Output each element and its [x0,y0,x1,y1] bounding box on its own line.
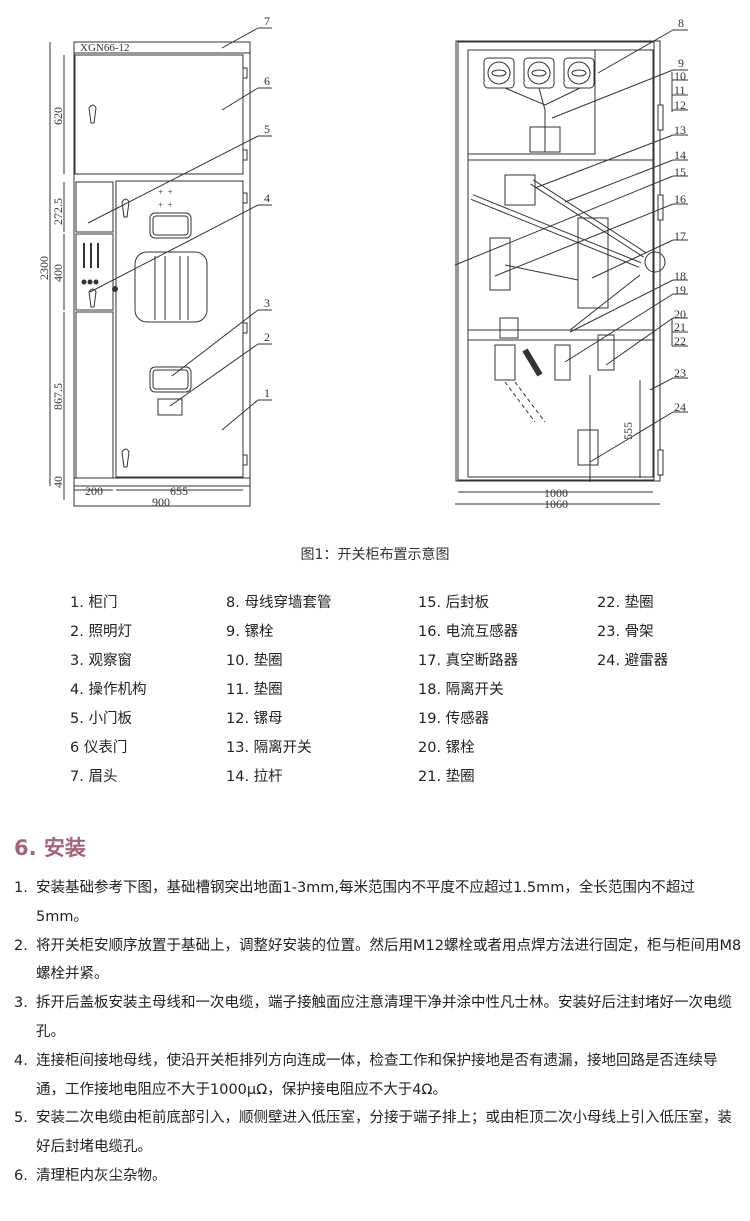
step-number: 6. [14,1167,28,1184]
svg-text:+ +: + + [158,200,173,210]
dim-1000: 1000 [544,486,568,500]
legend-column-1: 1. 柜门 2. 照明灯 3. 观察窗 4. 操作机构 5. 小门板 6 仪表门… [70,592,146,795]
cabinet-door [115,180,244,478]
callout-7: 7 [264,14,270,28]
legend-item: 17. 真空断路器 [418,653,519,669]
svg-text:+ +: + + [158,187,173,197]
legend-item: 22. 垫圈 [597,595,654,611]
callout-8: 8 [678,16,684,30]
legend-item: 13. 隔离开关 [226,740,312,756]
dim-1060: 1060 [544,497,568,511]
callout-24: 24 [674,400,686,414]
dim-620: 620 [51,107,65,125]
legend-item: 2. 照明灯 [70,624,132,640]
callout-5: 5 [264,122,270,136]
section-heading: 6. 安装 [14,836,86,860]
surge-arrester [577,429,599,466]
legend-item: 4. 操作机构 [70,682,147,698]
legend-item: 6 仪表门 [70,740,128,756]
step-text: 安装二次电缆由柜前底部引入，顺侧壁进入低压室，分接于端子排上；或由柜顶二次小母线… [36,1110,732,1156]
legend-column-3: 15. 后封板 16. 电流互感器 17. 真空断路器 18. 隔离开关 19.… [418,592,518,795]
figure-caption: 图1：开关柜布置示意图 [300,547,450,563]
step-2: 2. 将开关柜安顺序放置于基础上，调整好安装的位置。然后用M12螺栓或者用点焊方法… [14,932,744,990]
step-6: 6. 清理柜内灰尘杂物。 [14,1162,744,1191]
legend-item: 8. 母线穿墙套管 [226,595,332,611]
callout-18: 18 [674,269,686,283]
callout-4: 4 [264,191,270,205]
callout-22: 22 [674,334,686,348]
legend-item: 11. 垫圈 [226,682,283,698]
step-number: 4. [14,1052,28,1069]
legend-item: 16. 电流互感器 [418,624,519,640]
legend-item: 5. 小门板 [70,711,132,727]
switchgear-drawing: XGN66-12 + ++ + 2300 620 272.5 400 867.5… [37,14,688,511]
front-view: XGN66-12 + + + + 2300 620 272.5 400 867.5… [37,14,272,509]
side-view: 555 1000 1060 8 9 10 11 12 13 [454,16,688,511]
legend-item: 10. 垫圈 [226,653,283,669]
step-text: 安装基础参考下图，基础槽钢突出地面1-3mm,每米范围内不平度不应超过1.5mm… [36,880,695,925]
step-4: 4. 连接柜间接地母线，使沿开关柜排列方向连成一体，检查工作和保护接地是否有遗漏，… [14,1047,744,1105]
legend-item: 14. 拉杆 [226,769,283,785]
step-3: 3. 拆开后盖板安装主母线和一次电缆，端子接触面应注意清理干净并涂中性凡士林。安装… [14,989,744,1047]
callout-17: 17 [674,229,686,243]
dim-272-5: 272.5 [51,198,65,225]
step-1: 1. 安装基础参考下图，基础槽钢突出地面1-3mm,每米范围内不平度不应超过1.5… [14,874,744,932]
callout-2: 2 [264,330,270,344]
model-label: XGN66-12 [80,42,130,54]
installation-steps: 1. 安装基础参考下图，基础槽钢突出地面1-3mm,每米范围内不平度不应超过1.5… [14,874,744,1191]
legend-item: 21. 垫圈 [418,769,475,785]
instrument-door [74,54,244,175]
dim-2300: 2300 [37,256,51,280]
callout-20: 20 [674,307,686,321]
dim-900: 900 [152,495,170,509]
legend-item: 1. 柜门 [70,595,118,611]
callout-13: 13 [674,123,686,137]
step-text: 拆开后盖板安装主母线和一次电缆，端子接触面应注意清理干净并涂中性凡士林。安装好后… [36,995,732,1040]
dim-655: 655 [170,484,188,498]
callout-1: 1 [264,386,270,400]
callout-14: 14 [674,148,686,162]
step-5: 5. 安装二次电缆由柜前底部引入，顺侧壁进入低压室，分接于端子排上；或由柜顶二次小… [14,1104,744,1162]
legend-item: 24. 避雷器 [597,653,669,669]
step-number: 2. [14,937,28,954]
legend-item: 3. 观察窗 [70,653,132,669]
step-number: 5. [14,1110,28,1127]
callout-23: 23 [674,366,686,380]
legend-item: 19. 传感器 [418,711,490,727]
legend-column-4: 22. 垫圈 23. 骨架 24. 避雷器 [597,592,668,679]
legend-item: 7. 眉头 [70,769,118,785]
callout-10: 10 [674,69,686,83]
dim-400: 400 [51,264,65,282]
vacuum-breaker [577,217,609,309]
dim-867-5: 867.5 [51,383,65,410]
dim-200: 200 [85,484,103,498]
legend-item: 20. 镙栓 [418,740,475,756]
dim-555: 555 [621,422,635,440]
legend-item: 23. 骨架 [597,624,654,640]
wall-bushings [483,57,595,89]
callout-11: 11 [674,83,686,97]
callout-3: 3 [264,296,270,310]
small-door-panel [75,181,114,233]
step-number: 1. [14,880,28,896]
callout-19: 19 [674,283,686,297]
legend-item: 12. 镙母 [226,711,283,727]
legend-item: 15. 后封板 [418,595,490,611]
step-number: 3. [14,995,28,1012]
legend-item: 9. 镙栓 [226,624,274,640]
dim-40: 40 [51,476,65,488]
step-text: 将开关柜安顺序放置于基础上，调整好安装的位置。然后用M12螺栓或者用点焊方法进行… [36,937,742,983]
callout-21: 21 [674,320,686,334]
step-text: 清理柜内灰尘杂物。 [36,1167,167,1184]
callout-9: 9 [678,56,684,70]
step-text: 连接柜间接地母线，使沿开关柜排列方向连成一体，检查工作和保护接地是否有遗漏，接地… [36,1052,718,1098]
callout-6: 6 [264,74,270,88]
legend-column-2: 8. 母线穿墙套管 9. 镙栓 10. 垫圈 11. 垫圈 12. 镙母 13.… [226,592,331,795]
legend-item: 18. 隔离开关 [418,682,504,698]
callout-16: 16 [674,192,686,206]
callout-15: 15 [674,165,686,179]
callout-12: 12 [674,98,686,112]
